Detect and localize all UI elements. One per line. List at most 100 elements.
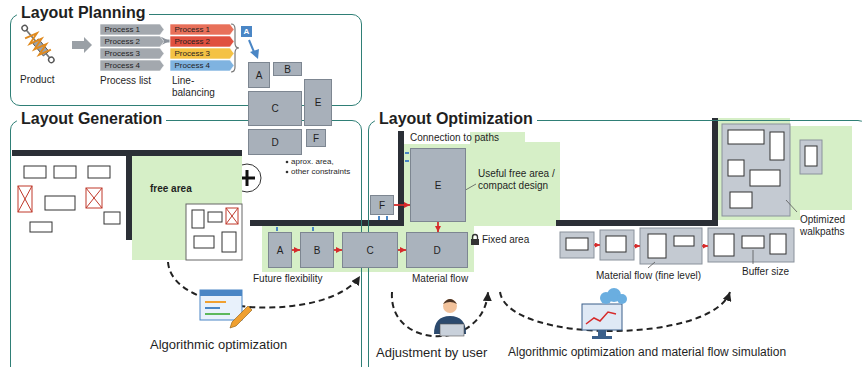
layout-block: C [342, 232, 398, 268]
material-flow-arrow [394, 204, 410, 206]
mount-eye [21, 24, 29, 32]
block-letter: D [271, 137, 278, 148]
caption-box: Product [20, 74, 54, 86]
machine [805, 146, 817, 166]
chevron-shape [100, 60, 164, 71]
blocked-area [18, 186, 32, 212]
code-line [205, 301, 226, 303]
process-name: Process 2 [170, 36, 234, 47]
machine [208, 212, 222, 222]
machine [714, 234, 734, 256]
block-letter: F [313, 133, 319, 144]
balanced-process-step: Process 4 [170, 60, 234, 71]
monitor-base [592, 336, 612, 339]
wall [126, 150, 132, 240]
layout-block: F [306, 129, 326, 147]
caption: Process list [100, 75, 151, 86]
layout-block: A [248, 62, 270, 88]
layout-block: A [268, 232, 292, 268]
machine [45, 196, 75, 210]
process-name: Process 3 [170, 48, 234, 59]
monitor-stand [598, 330, 606, 336]
path-connection [386, 216, 388, 220]
layout-block: D [406, 232, 468, 268]
chevron-shape [100, 36, 164, 47]
callout-box: Fixed area [482, 234, 529, 246]
person-hair [443, 299, 457, 304]
cloud [617, 294, 627, 304]
blocked-area [86, 188, 102, 208]
machine [728, 130, 764, 144]
plus-sign [246, 170, 249, 186]
layout-block: E [410, 148, 466, 222]
callout-box: Material flow [412, 273, 468, 285]
process-step: Process 2 [100, 36, 164, 47]
machine [194, 236, 214, 248]
machine [606, 236, 626, 252]
step-caption-box: Adjustment by user [376, 346, 487, 361]
block-letter: F [379, 200, 385, 211]
chevron-shape [170, 60, 234, 71]
step-caption-box: Algorithmic optimization [150, 338, 287, 353]
chevron-shape [170, 36, 234, 47]
layout-area [800, 140, 822, 174]
block-letter: C [366, 245, 373, 256]
process-name: Process 1 [170, 24, 234, 35]
panel-title: Layout Optimization [375, 109, 537, 129]
callout: Optimized walkpaths [800, 214, 845, 237]
callout-box: Connection to paths [410, 132, 499, 144]
path [398, 131, 404, 226]
layout-area [722, 124, 790, 216]
layout-area [708, 228, 794, 262]
callout-box: Future flexibility [253, 273, 322, 285]
callout: Connection to paths [410, 132, 499, 143]
process-name: Process 1 [100, 24, 164, 35]
step-caption: Adjustment by user [376, 345, 487, 360]
material-flow-arrow [334, 249, 342, 251]
block-letter: E [315, 97, 322, 108]
machine [750, 170, 780, 186]
iteration-arrow [392, 292, 488, 336]
callout: Useful free area / compact design [478, 168, 555, 191]
layout-block: D [248, 129, 302, 155]
layout-block: B [300, 232, 334, 268]
algorithm-icon [200, 290, 242, 320]
machine [648, 234, 666, 258]
machine [54, 166, 76, 178]
blocked-area [226, 208, 238, 224]
path [556, 220, 718, 226]
panel-title: Layout Planning [17, 3, 149, 23]
layout-block: B [273, 62, 302, 76]
spring [25, 30, 51, 57]
process-name: Process 2 [100, 36, 164, 47]
machine [770, 234, 786, 254]
machine [566, 238, 588, 250]
free-area [718, 118, 852, 220]
path-connection [378, 216, 380, 220]
callout-box: Optimized walkpaths [800, 214, 858, 237]
machine [24, 166, 46, 178]
path-connection [276, 227, 278, 231]
note: aprox. area, [291, 157, 334, 166]
lock-icon [471, 239, 479, 245]
chevron-shape [170, 48, 234, 59]
leader-line [648, 262, 655, 268]
process-name: Process 3 [100, 48, 164, 59]
icon-letter: A [244, 27, 250, 36]
blocked-cross [18, 186, 32, 212]
block-letter: B [314, 245, 321, 256]
icon-letter-box: A [241, 26, 252, 37]
laptop [440, 324, 464, 336]
callout: Material flow (fine level) [596, 270, 701, 281]
panel-title: Layout Generation [17, 109, 166, 129]
pencil [230, 306, 252, 328]
blocked-cross [86, 188, 102, 208]
area-label: free area [150, 183, 192, 194]
caption-box: Process list [100, 75, 151, 87]
process-step: Process 3 [100, 48, 164, 59]
step-caption: Algorithmic optimization and material fl… [508, 345, 786, 359]
step-arrow-head [250, 49, 259, 59]
shock-absorber-icon [18, 22, 58, 66]
callout-box: Buffer size [742, 266, 789, 278]
fine-flow-arrow [702, 245, 708, 247]
